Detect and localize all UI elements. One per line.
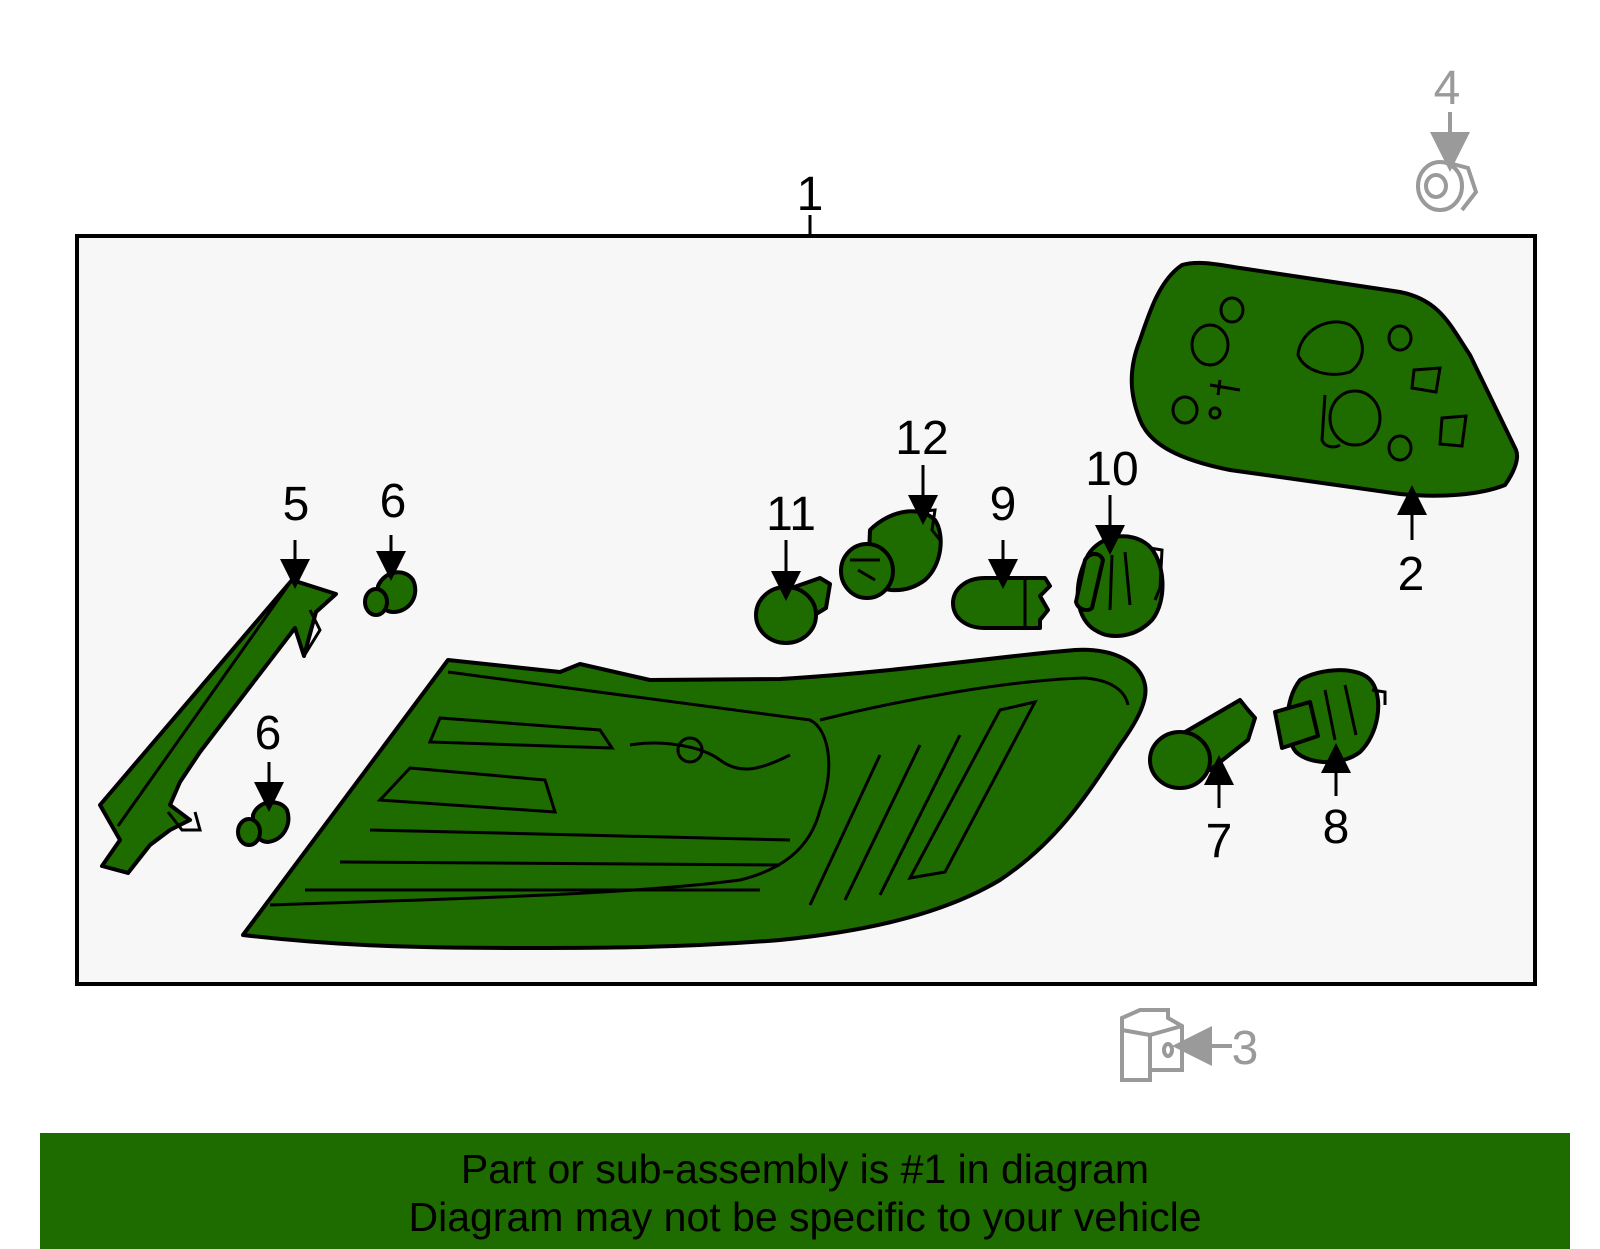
part-8-socket[interactable] xyxy=(1273,668,1387,796)
callout-7: 7 xyxy=(1206,815,1233,868)
callout-8: 8 xyxy=(1323,801,1350,854)
part-2-housing-plate[interactable] xyxy=(1129,260,1519,540)
part-11-bulb[interactable] xyxy=(754,540,832,645)
banner-line-1: Part or sub-assembly is #1 in diagram xyxy=(460,1146,1150,1192)
part-4-nut[interactable] xyxy=(1416,112,1479,212)
notice-banner: Part or sub-assembly is #1 in diagram Di… xyxy=(40,1133,1570,1249)
part-6-clip-lower[interactable] xyxy=(236,762,291,847)
callout-3: 3 xyxy=(1232,1022,1259,1075)
callout-6-upper: 6 xyxy=(380,475,407,528)
part-5-bracket[interactable] xyxy=(98,540,338,875)
part-6-clip-upper[interactable] xyxy=(363,535,418,617)
callout-2: 2 xyxy=(1398,548,1425,601)
part-10-socket[interactable] xyxy=(1074,495,1165,638)
callout-12: 12 xyxy=(895,412,948,465)
part-12-socket[interactable] xyxy=(839,465,943,600)
part-9-bulb[interactable] xyxy=(951,540,1052,630)
part-1-lamp-lens[interactable] xyxy=(241,647,1148,950)
part-7-bulb[interactable] xyxy=(1148,698,1257,808)
callout-9: 9 xyxy=(990,478,1017,531)
callout-1: 1 xyxy=(797,168,824,221)
banner-line-2: Diagram may not be specific to your vehi… xyxy=(408,1194,1202,1240)
callout-5: 5 xyxy=(283,478,310,531)
part-3-connector[interactable] xyxy=(1120,1008,1232,1082)
callout-10: 10 xyxy=(1085,443,1138,496)
callout-6-lower: 6 xyxy=(255,707,282,760)
callout-4: 4 xyxy=(1434,62,1461,115)
callout-11: 11 xyxy=(766,488,816,541)
